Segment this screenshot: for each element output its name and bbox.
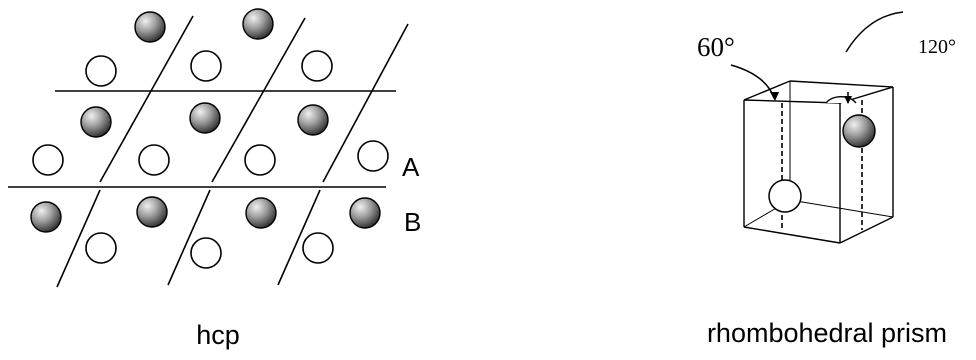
hcp-open-atom: [244, 144, 276, 176]
prism-top-half-atom: [825, 96, 857, 104]
prism-shaded-atom: [842, 114, 876, 148]
hcp-shaded-atom: [189, 102, 221, 134]
angle-60-arrowhead: [770, 92, 779, 101]
hcp-slant-line: [167, 189, 211, 286]
prism-caption: rhombohedral prism: [707, 318, 947, 348]
hcp-open-atom: [190, 50, 222, 82]
hcp-layer-a-label: A: [402, 152, 420, 182]
hcp-open-atom: [85, 232, 117, 264]
hcp-open-atom: [357, 140, 389, 172]
prism-edge: [839, 216, 894, 244]
prism-open-atom: [768, 179, 802, 213]
hcp-open-atom: [190, 237, 222, 269]
hcp-open-atom: [301, 50, 333, 82]
hcp-open-atom: [32, 144, 64, 176]
hcp-shaded-atom: [134, 11, 166, 43]
prism-angle-right-label: 120°: [918, 36, 956, 58]
hcp-open-atom: [138, 144, 170, 176]
prism-edge: [743, 99, 841, 104]
prism-hidden-edge: [789, 199, 894, 218]
angle-60-pointer: [730, 64, 775, 99]
hcp-slant-line: [56, 189, 101, 288]
prism-angle-left-label: 60°: [697, 32, 735, 62]
hcp-shaded-atom: [297, 104, 329, 136]
hcp-shaded-atom: [349, 197, 381, 229]
prism-angle-pointers: [730, 11, 904, 104]
hcp-layer-b-label: B: [404, 207, 421, 237]
angle-120-arrowhead: [844, 96, 852, 104]
hcp-open-atoms: [32, 50, 389, 269]
hcp-shaded-atom: [136, 196, 168, 228]
angle-120-pointer: [845, 11, 904, 53]
prism-edge: [789, 80, 894, 88]
hcp-shaded-atom: [245, 197, 277, 229]
hcp-open-atom: [302, 232, 334, 264]
hcp-shaded-atom: [80, 106, 112, 138]
hcp-shaded-atom: [242, 8, 274, 40]
prism-diagram: [743, 80, 894, 244]
prism-edge: [743, 226, 841, 244]
hcp-shaded-atoms: [30, 8, 381, 233]
hcp-slant-line: [322, 23, 409, 183]
hcp-shaded-atom: [30, 201, 62, 233]
prism-edge: [743, 80, 791, 101]
hcp-slant-line: [99, 15, 194, 183]
hcp-slant-line: [277, 189, 321, 286]
hcp-diagram: [8, 15, 409, 288]
hcp-open-atom: [85, 55, 117, 87]
hcp-slant-line: [211, 17, 306, 183]
hcp-caption: hcp: [196, 320, 240, 350]
